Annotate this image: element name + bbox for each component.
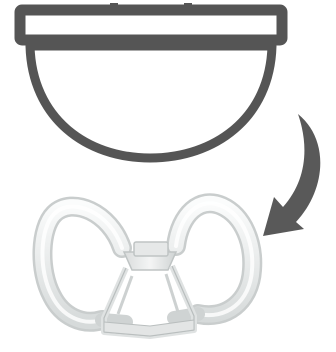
2d-fluorescent-lamp-icon	[42, 203, 252, 336]
lamp-neck-top	[134, 242, 168, 256]
arrow-shape	[263, 114, 320, 236]
ceiling-light-fitting-icon	[20, 3, 282, 158]
lamp-base-struts	[118, 274, 178, 314]
curved-arrow-down-icon	[263, 114, 320, 236]
diffuser-dome	[30, 46, 272, 158]
ceiling-plate	[20, 10, 282, 40]
